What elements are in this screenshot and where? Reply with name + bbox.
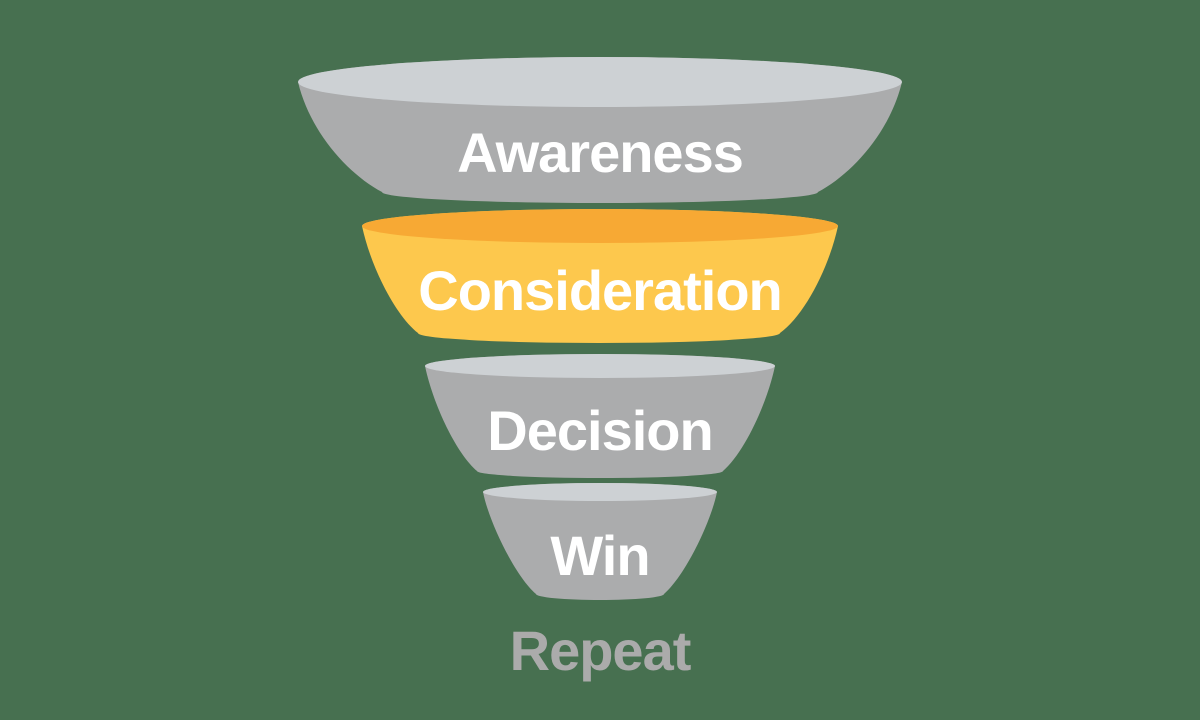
win-lip-ellipse: [483, 483, 717, 501]
consideration-lip-ellipse: [362, 209, 838, 243]
funnel-stage-win: Win: [483, 483, 717, 600]
consideration-body: [362, 209, 838, 343]
decision-body: [425, 354, 775, 478]
awareness-lip-ellipse: [298, 57, 902, 107]
awareness-label: Awareness: [457, 121, 743, 184]
win-label: Win: [550, 524, 649, 587]
repeat-label: Repeat: [510, 619, 691, 682]
consideration-label: Consideration: [418, 259, 781, 322]
funnel-stage-awareness: Awareness: [298, 57, 902, 203]
funnel-stage-decision: Decision: [425, 354, 775, 478]
funnel-stage-consideration: Consideration: [362, 209, 838, 343]
win-body: [483, 483, 717, 600]
decision-label: Decision: [487, 399, 712, 462]
decision-lip-ellipse: [425, 354, 775, 378]
